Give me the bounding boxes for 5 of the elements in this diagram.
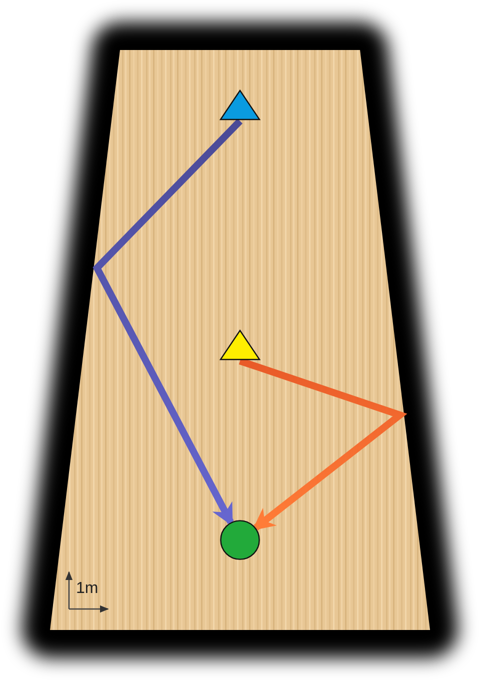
scale-label: 1m [76, 580, 98, 598]
arrow [92, 118, 242, 526]
triangle-marker [220, 90, 260, 120]
circle-marker [220, 520, 260, 560]
triangle-marker [220, 330, 260, 360]
